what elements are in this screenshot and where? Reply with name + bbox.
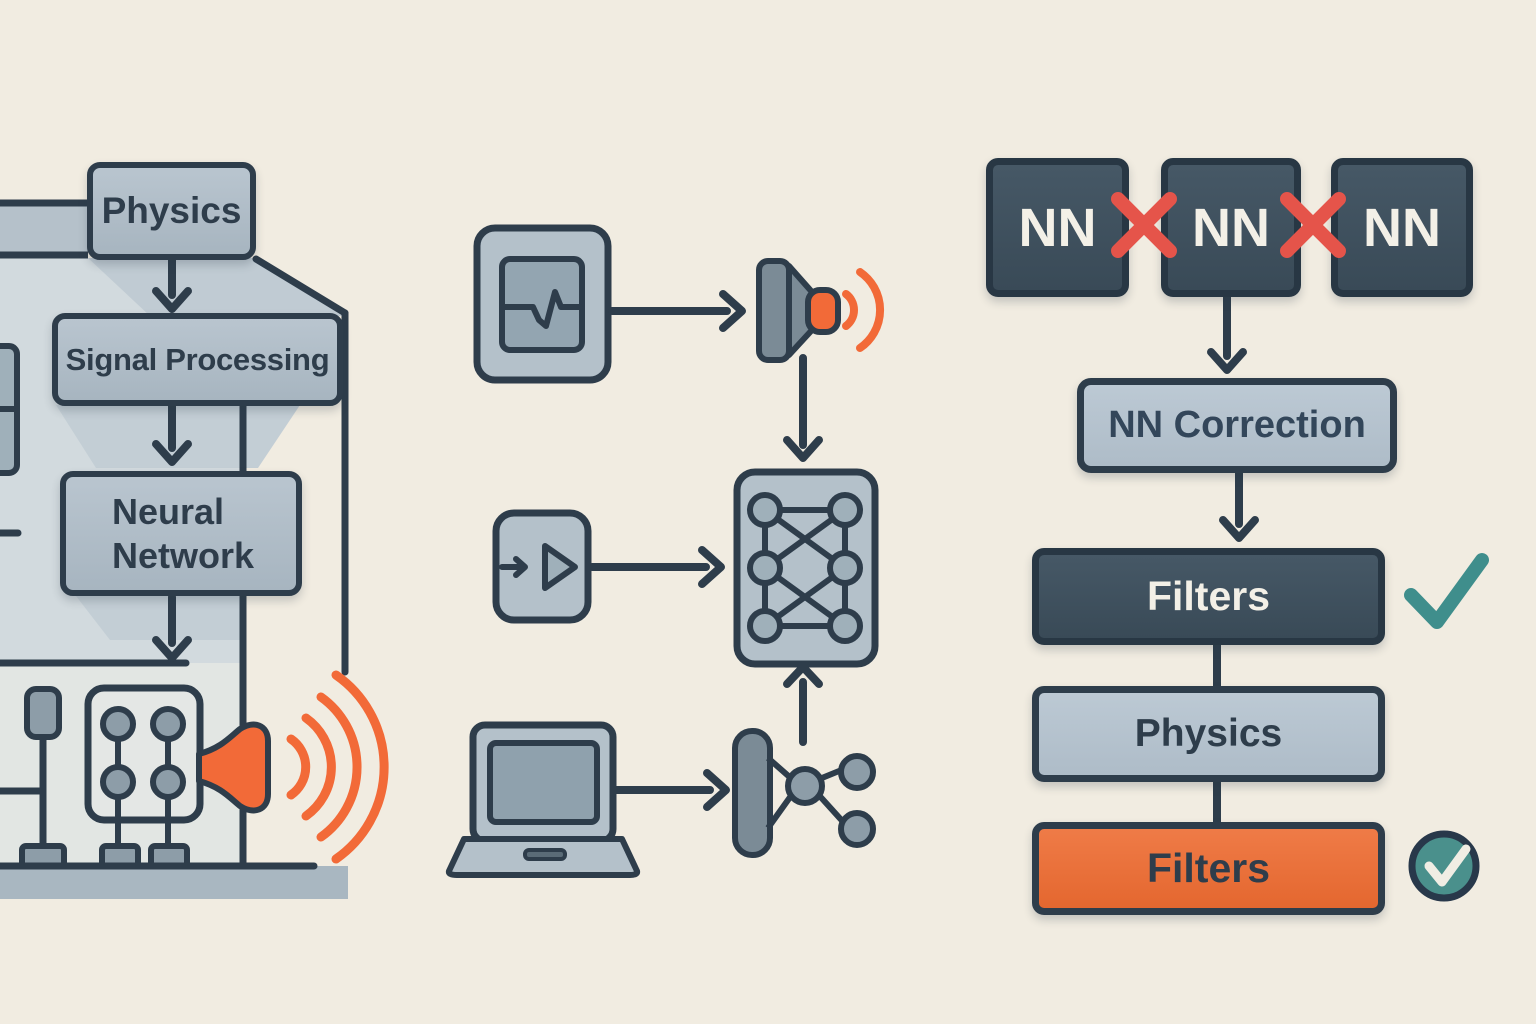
box-shadow-shape [56,405,300,468]
neural-network-box: Neural Network [60,471,302,596]
laptop-icon [445,721,641,878]
nn-correction-box: NN Correction [1077,378,1397,473]
horn-speaker-icon [196,721,271,814]
arrow-down-icon [152,402,192,466]
arrow-down-icon [152,593,192,662]
control-panel-icon [84,684,204,870]
base-platform [0,866,348,899]
right-connectors [1207,293,1259,826]
arrow-down-icon [152,256,192,313]
roof-edge [252,255,349,317]
physics-box: Physics [87,162,256,260]
arrow-down-icon [1219,469,1259,542]
lever-icon [19,686,67,870]
sound-waves-icon [842,268,885,352]
nn-box-2: NN [1161,158,1301,297]
flow-arrows [152,256,192,662]
filters-box-orange: Filters [1032,822,1385,915]
middle-arrows [588,290,823,811]
play-icon [542,543,578,591]
neural-network-card-icon [733,468,879,668]
neural-network-label: Neural Network [112,491,255,576]
filters-box-dark: Filters [1032,548,1385,645]
nn-box-3: NN [1331,158,1473,297]
roof-shadow [88,258,345,316]
beam-outline [0,199,88,259]
middle-panel [445,224,885,878]
nn-box-1: NN [986,158,1129,297]
arrow-up-icon [783,663,823,746]
signal-processing-box: Signal Processing [52,313,343,406]
arrow-right-icon [608,290,746,332]
arrow-down-icon [1207,293,1247,374]
oscilloscope-icon [473,224,612,384]
arrow-right-icon [588,546,725,588]
speaker-icon [756,258,885,363]
box-shadow-shape [76,596,243,640]
arrow-down-icon [783,354,823,462]
beam [0,200,88,257]
output-network-icon [732,728,876,858]
physics-box-right: Physics [1032,686,1385,782]
sound-waves-icon [286,670,389,864]
arrow-right-icon [612,769,730,811]
waveform [501,289,583,329]
play-module-icon [492,509,592,624]
